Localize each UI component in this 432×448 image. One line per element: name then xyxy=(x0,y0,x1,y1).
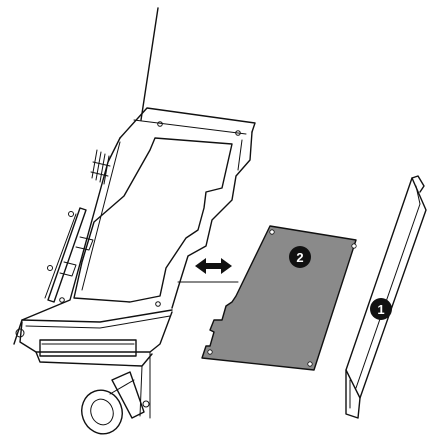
bracket-foot xyxy=(345,369,361,419)
bay-screw-top-right xyxy=(235,130,241,136)
callout-1-label: 1 xyxy=(377,302,384,317)
card-hole-bottom-right xyxy=(307,361,313,367)
chassis-right-wall-inner xyxy=(237,139,243,171)
card-guide-rail xyxy=(47,207,87,303)
card-hole-top-right xyxy=(351,243,357,249)
chassis-top-rim xyxy=(119,107,256,139)
chassis-floor-edge xyxy=(21,309,173,323)
double-arrow-icon xyxy=(195,258,232,274)
chassis-right-wall xyxy=(171,131,253,309)
bracket-tab-top xyxy=(411,175,425,193)
chassis-top-inner-rim xyxy=(133,119,247,135)
chassis-floor-edge-inner xyxy=(25,315,171,329)
card-hole-top-left xyxy=(269,229,275,235)
bay-screw-bottom xyxy=(155,301,161,307)
carrier-chassis xyxy=(13,7,256,435)
rail-clip xyxy=(75,236,94,251)
chassis-left-wall xyxy=(13,137,121,345)
front-bezel xyxy=(15,311,173,419)
screw-mid xyxy=(47,265,53,271)
callout-1: 1 xyxy=(370,298,392,320)
card-bracket xyxy=(345,175,427,419)
screw-upper xyxy=(68,211,74,217)
handle-ring xyxy=(81,389,123,435)
bezel-screw-lower xyxy=(142,400,150,408)
bay-screw-top xyxy=(157,121,163,127)
card-guide-rail-edge xyxy=(44,213,77,299)
bay-screw-bottom-left xyxy=(59,297,65,303)
callout-2-label: 2 xyxy=(296,250,303,265)
card-hole-bottom-left xyxy=(207,349,213,355)
callout-1-badge xyxy=(370,298,392,320)
callout-2: 2 xyxy=(289,246,311,268)
rail-clip-lower xyxy=(59,261,77,277)
card-board xyxy=(201,225,357,371)
bezel-screw xyxy=(15,328,25,338)
chassis-cable xyxy=(140,7,159,121)
bezel-slot xyxy=(39,339,137,357)
callout-2-badge xyxy=(289,246,311,268)
expansion-card xyxy=(201,225,357,371)
bracket-body xyxy=(345,177,427,399)
heatsink-fins xyxy=(90,149,111,185)
carrier-handle xyxy=(81,371,145,435)
card-bay-opening xyxy=(73,137,233,303)
